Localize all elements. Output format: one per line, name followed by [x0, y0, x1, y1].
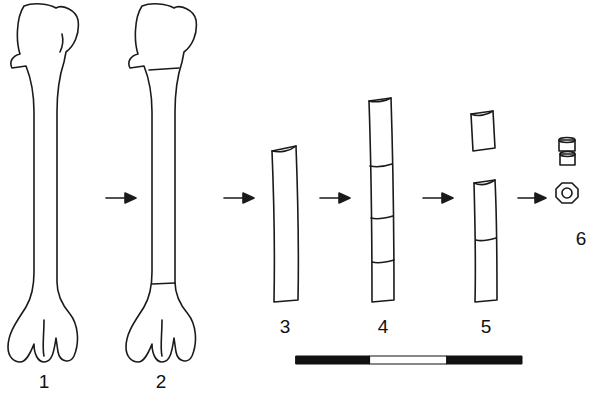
grooved-shaft [369, 98, 394, 302]
callout-number: 4 [378, 317, 389, 336]
finished-beads [556, 138, 578, 204]
shaft-blank [272, 146, 298, 302]
scale-bar [296, 356, 522, 364]
callout-number: 5 [481, 317, 492, 336]
process-arrows [106, 193, 546, 203]
callout-number: 6 [576, 229, 587, 248]
callout-number: 2 [156, 372, 167, 391]
callout-number: 1 [39, 372, 50, 391]
whole-bone [8, 4, 78, 362]
callout-number: 3 [280, 317, 291, 336]
cut-segments [471, 111, 497, 302]
bone-with-cuts [126, 4, 196, 362]
